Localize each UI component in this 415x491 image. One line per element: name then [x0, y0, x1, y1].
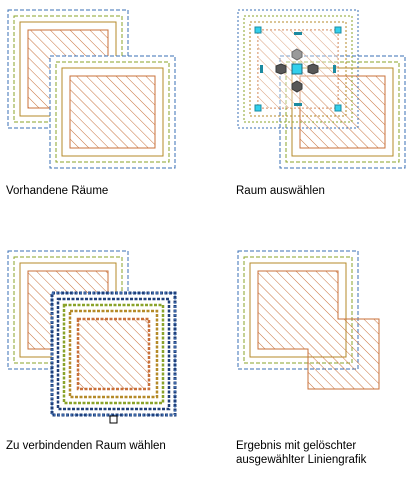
panel-result: Ergebnis mit gelöschter ausgewählter Lin…	[230, 245, 415, 485]
hexagon-grip-icon[interactable]	[307, 63, 319, 75]
corner-grip-icon[interactable]	[254, 26, 262, 34]
hexagon-grip-icon[interactable]	[291, 48, 303, 61]
merged-room	[237, 250, 380, 390]
edge-grip-icon[interactable]	[333, 65, 336, 73]
room-b-highlighted[interactable]	[50, 291, 177, 417]
corner-grip-icon[interactable]	[254, 104, 262, 112]
selection-grips[interactable]	[254, 26, 342, 112]
panel-select-room: Raum auswählen	[230, 0, 415, 240]
hexagon-grip-icon[interactable]	[291, 80, 303, 93]
caption-result: Ergebnis mit gelöschter ausgewählter Lin…	[236, 440, 367, 466]
caption-pick-room: Zu verbindenden Raum wählen	[6, 440, 166, 452]
select-room-diagram	[237, 9, 406, 169]
edge-grip-icon[interactable]	[294, 32, 302, 35]
caption-select-room: Raum auswählen	[236, 185, 325, 197]
panel-pick-room-to-join: Zu verbindenden Raum wählen	[0, 245, 190, 485]
panel-existing-rooms: Vorhandene Räume	[0, 0, 190, 240]
existing-rooms-diagram	[7, 9, 176, 169]
center-grip-icon[interactable]	[291, 63, 303, 75]
hexagon-grip-icon[interactable]	[275, 63, 287, 75]
corner-grip-icon[interactable]	[334, 26, 342, 34]
pick-box-cursor-icon[interactable]	[109, 415, 118, 424]
corner-grip-icon[interactable]	[334, 104, 342, 112]
caption-existing-rooms: Vorhandene Räume	[6, 185, 109, 197]
edge-grip-icon[interactable]	[260, 65, 263, 73]
room-b	[49, 55, 176, 169]
pick-room-diagram	[7, 250, 177, 424]
result-diagram	[237, 250, 380, 390]
edge-grip-icon[interactable]	[294, 103, 302, 106]
